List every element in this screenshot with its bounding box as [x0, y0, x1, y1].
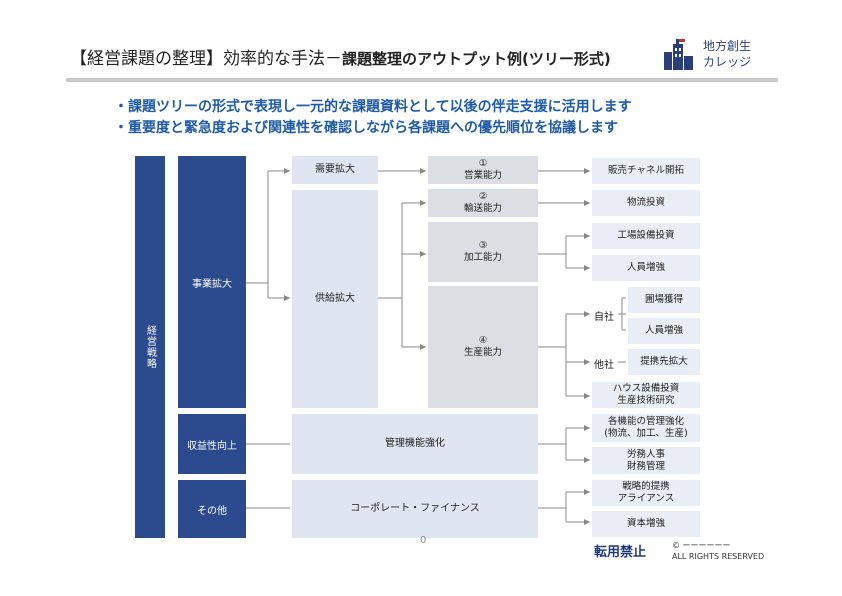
node-sales-capability: ① 営業能力 [428, 156, 538, 184]
leaf-factory-investment: 工場設備投資 [592, 223, 700, 249]
header-divider [66, 78, 778, 82]
leaf-logistics-investment: 物流投資 [592, 190, 700, 216]
node-profit-improvement: 収益性向上 [178, 414, 246, 474]
node-transport-capability: ② 輸送能力 [428, 189, 538, 217]
node-sales-label: 営業能力 [463, 170, 502, 181]
leaf-hr-finance: 労務人事 財務管理 [592, 447, 700, 474]
node-processing-label: 加工能力 [463, 252, 502, 263]
no-reproduction-label: 転用禁止 [594, 545, 647, 560]
page-title: 【経営課題の整理】効率的な手法－課題整理のアウトプット例(ツリー形式) [70, 44, 611, 69]
logo-text: 地方創生 カレッジ [703, 38, 751, 70]
leaf-hr-line1: 労務人事 [626, 448, 665, 460]
logo-icon [662, 38, 696, 72]
node-management-strengthening: 管理機能強化 [292, 414, 538, 474]
title-prefix: 【経営課題の整理】効率的な手法－ [70, 49, 342, 69]
root-node-strategy: 経営戦略 [135, 156, 165, 538]
leaf-mgmt-line2: (物流、加工、生産) [604, 428, 688, 439]
node-production-label: 生産能力 [463, 347, 502, 358]
copyright-line1: © ーーーーーー [672, 541, 731, 550]
node-supply-expansion: 供給拡大 [292, 190, 378, 408]
node-processing-num: ③ [478, 240, 488, 251]
node-sales-num: ① [478, 158, 488, 169]
copyright-line2: ALL RIGHTS RESERVED [672, 552, 765, 561]
leaf-partner-expansion: 提携先拡大 [628, 349, 700, 375]
node-business-expansion: 事業拡大 [178, 156, 246, 408]
node-demand-expansion: 需要拡大 [292, 156, 378, 184]
node-corporate-finance: コーポレート・ファイナンス [292, 480, 538, 538]
node-production-num: ④ [478, 335, 488, 346]
leaf-alliance-line1: 戦略的提携 [622, 481, 670, 492]
label-partner-company: 他社 [594, 360, 614, 371]
node-production-capability: ④ 生産能力 [428, 286, 538, 408]
title-bold: 課題整理のアウトプット例(ツリー形式) [342, 50, 611, 68]
node-processing-capability: ③ 加工能力 [428, 222, 538, 282]
bullet-2: ・重要度と緊急度および関連性を確認しながら各課題への優先順位を協議します [114, 120, 618, 136]
leaf-mgmt-line1: 各機能の管理強化 [607, 416, 684, 427]
leaf-function-management: 各機能の管理強化 (物流、加工、生産) [592, 414, 700, 442]
leaf-house-line2: 生産技術研究 [617, 395, 675, 406]
leaf-alliance-line2: アライアンス [617, 493, 675, 504]
page-number: 0 [420, 535, 427, 546]
leaf-staff-increase-processing: 人員増強 [592, 255, 700, 281]
leaf-house-equipment: ハウス設備投資 生産技術研究 [592, 382, 700, 408]
label-own-company: 自社 [594, 312, 614, 323]
leaf-hr-line2: 財務管理 [626, 460, 665, 472]
leaf-staff-increase-production: 人員増強 [628, 318, 700, 344]
node-other: その他 [178, 480, 246, 538]
leaf-strategic-alliance: 戦略的提携 アライアンス [592, 480, 700, 506]
leaf-capital-increase: 資本増強 [592, 511, 700, 537]
node-transport-label: 輸送能力 [463, 203, 502, 214]
leaf-sales-channel: 販売チャネル開拓 [592, 158, 700, 184]
leaf-field-acquisition: 圃場獲得 [628, 287, 700, 313]
leaf-house-line1: ハウス設備投資 [612, 383, 680, 394]
logo-line1: 地方創生 [703, 39, 752, 53]
node-transport-num: ② [478, 191, 488, 202]
logo-line2: カレッジ [703, 55, 752, 69]
copyright-notice: © ーーーーーー ALL RIGHTS RESERVED [672, 540, 764, 562]
bullet-1: ・課題ツリーの形式で表現し一元的な課題資料として以後の伴走支援に活用します [114, 99, 632, 115]
